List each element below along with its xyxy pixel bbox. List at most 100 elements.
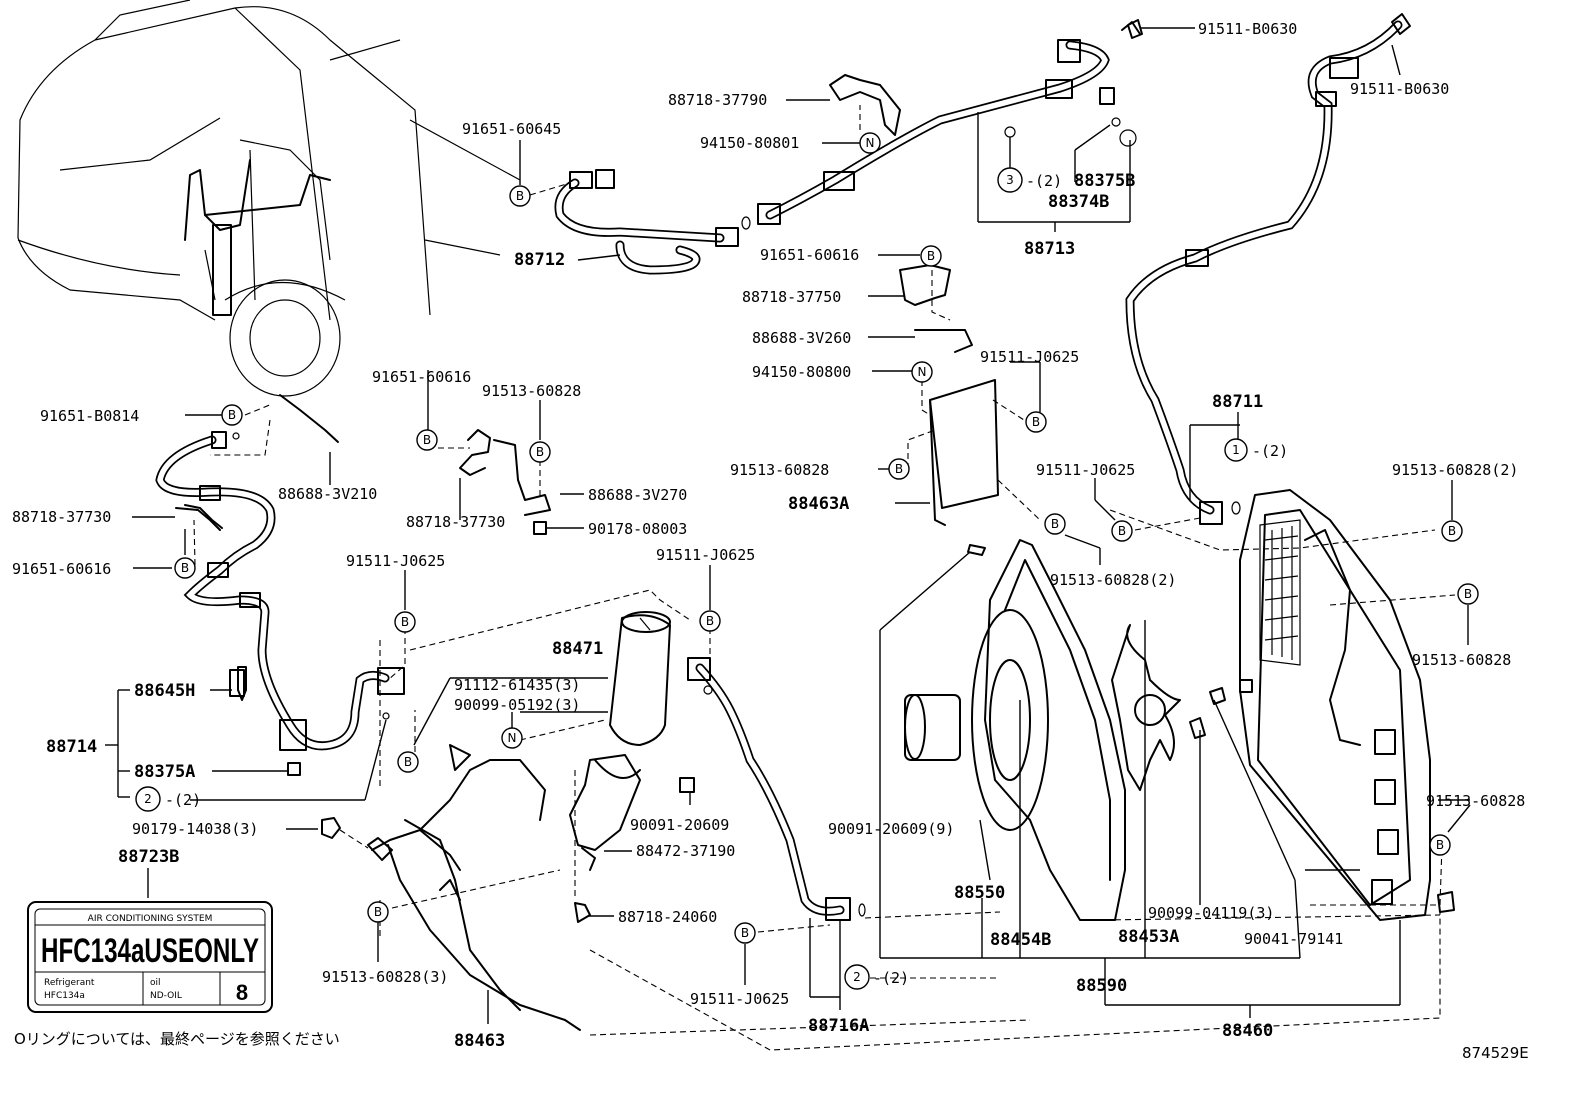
svg-text:B: B — [181, 561, 189, 575]
svg-text:B: B — [706, 614, 714, 628]
receiver-dryer — [569, 611, 695, 923]
part-label: 88718-37730 — [12, 508, 111, 526]
part-label: 88645H — [134, 681, 195, 701]
part-label: 91513-60828(2) — [1050, 571, 1176, 589]
circle-ref-n: N — [501, 727, 523, 749]
circle-ref-b: B — [1025, 411, 1047, 433]
svg-text:3: 3 — [1006, 173, 1014, 187]
part-label: 88472-37190 — [636, 842, 735, 860]
part-label: 91511-J0625 — [346, 552, 445, 570]
part-label: 88471 — [552, 639, 603, 659]
part-label: 90179-14038(3) — [132, 820, 258, 838]
svg-text:N: N — [866, 136, 875, 150]
circle-ref-b: B — [734, 922, 756, 944]
sticker-oil-number: 8 — [236, 980, 248, 1005]
part-label: 88374B — [1048, 192, 1109, 212]
part-label: 88713 — [1024, 239, 1075, 259]
part-label: 91511-J0625 — [656, 546, 755, 564]
part-label: 91511-J0625 — [690, 990, 789, 1008]
sticker-refrigerant-label: Refrigerant — [44, 978, 95, 988]
circle-ref-b: B — [1441, 520, 1463, 542]
circle-ref-b: B — [1429, 834, 1451, 856]
svg-text:B: B — [1051, 517, 1059, 531]
dashed-lines — [193, 105, 1456, 1051]
svg-text:N: N — [918, 365, 927, 379]
part-label: 88463 — [454, 1031, 505, 1051]
svg-text:-(2): -(2) — [165, 791, 201, 809]
svg-text:B: B — [228, 408, 236, 422]
part-label: 88718-37730 — [406, 513, 505, 531]
svg-text:B: B — [404, 755, 412, 769]
part-label: 88453A — [1118, 927, 1179, 947]
part-labels: 91511-B0630 91511-B0630 88718-37790 9415… — [12, 20, 1525, 1051]
part-label: 91511-J0625 — [980, 348, 1079, 366]
part-label: 91511-B0630 — [1350, 80, 1449, 98]
circle-ref-b: B — [509, 185, 531, 207]
vehicle-sketch — [17, 0, 521, 397]
sticker-refrigerant-value: HFC134a — [44, 991, 85, 1001]
oring-note: Oリングについては、最終ページを参照ください — [14, 1030, 340, 1048]
circle-ref-b: B — [394, 611, 416, 633]
svg-text:B: B — [374, 905, 382, 919]
part-label: 91651-60645 — [462, 120, 561, 138]
svg-text:2: 2 — [853, 970, 861, 984]
svg-text:B: B — [1032, 415, 1040, 429]
part-label: 91513-60828(3) — [322, 968, 448, 986]
svg-text:B: B — [1448, 524, 1456, 538]
part-label: 94150-80801 — [700, 134, 799, 152]
svg-text:-(2): -(2) — [1026, 172, 1062, 190]
circle-ref-b: B — [221, 404, 243, 426]
part-label: 90091-20609 — [630, 816, 729, 834]
circle-ref-b: B — [397, 751, 419, 773]
part-label: 91513-60828 — [482, 382, 581, 400]
circle-refs: B N 3 B N B 1 B B B B B B B B B B B B N … — [135, 132, 1479, 990]
part-label: 88454B — [990, 930, 1051, 950]
part-label: 88688-3V260 — [752, 329, 851, 347]
svg-text:B: B — [741, 926, 749, 940]
part-label: 88712 — [514, 250, 565, 270]
part-label: 91651-60616 — [760, 246, 859, 264]
label-sticker: AIR CONDITIONING SYSTEM HFC134aUSEONLY R… — [27, 901, 273, 1013]
circle-ref-b: B — [699, 610, 721, 632]
sticker-oil-label: oil — [150, 978, 161, 988]
sticker-oil-value: ND-OIL — [150, 991, 182, 1001]
diagram-id: 874529E — [1462, 1044, 1529, 1062]
svg-text:-(2): -(2) — [1252, 442, 1288, 460]
part-label: 91112-61435(3) — [454, 676, 580, 694]
part-label: 91511-B0630 — [1198, 20, 1297, 38]
part-label: 88718-24060 — [618, 908, 717, 926]
svg-text:B: B — [1118, 524, 1126, 538]
part-label: 90178-08003 — [588, 520, 687, 538]
part-label: 88688-3V270 — [588, 486, 687, 504]
part-label: 90099-04119(3) — [1148, 904, 1274, 922]
circle-ref-2: 2 — [135, 786, 161, 812]
svg-text:N: N — [508, 731, 517, 745]
part-label: 88463A — [788, 494, 849, 514]
svg-text:B: B — [1436, 838, 1444, 852]
hose-88714 — [155, 394, 405, 776]
part-label: 94150-80800 — [752, 363, 851, 381]
part-label: 91651-60616 — [372, 368, 471, 386]
part-label: 88688-3V210 — [278, 485, 377, 503]
hose-88712-88713 — [554, 19, 1143, 275]
svg-text:B: B — [895, 462, 903, 476]
circle-ref-b: B — [174, 557, 196, 579]
part-label: 91651-60616 — [12, 560, 111, 578]
sticker-main-text: HFC134aUSEONLY — [41, 932, 259, 970]
part-label: 91513-60828 — [1426, 792, 1525, 810]
part-label: 88375A — [134, 762, 195, 782]
svg-text:B: B — [536, 445, 544, 459]
hose-88711 — [1125, 13, 1411, 525]
leader-lines — [105, 27, 1471, 1024]
svg-text:B: B — [927, 249, 935, 263]
part-label: 88718-37750 — [742, 288, 841, 306]
circle-ref-3: 3 — [997, 167, 1023, 193]
part-label: 91513-60828(2) — [1392, 461, 1518, 479]
circle-ref-1: 1 — [1224, 438, 1248, 462]
circle-ref-b: B — [367, 901, 389, 923]
svg-text:B: B — [401, 615, 409, 629]
part-label: 88714 — [46, 737, 97, 757]
bracket-88463 — [367, 744, 581, 1031]
